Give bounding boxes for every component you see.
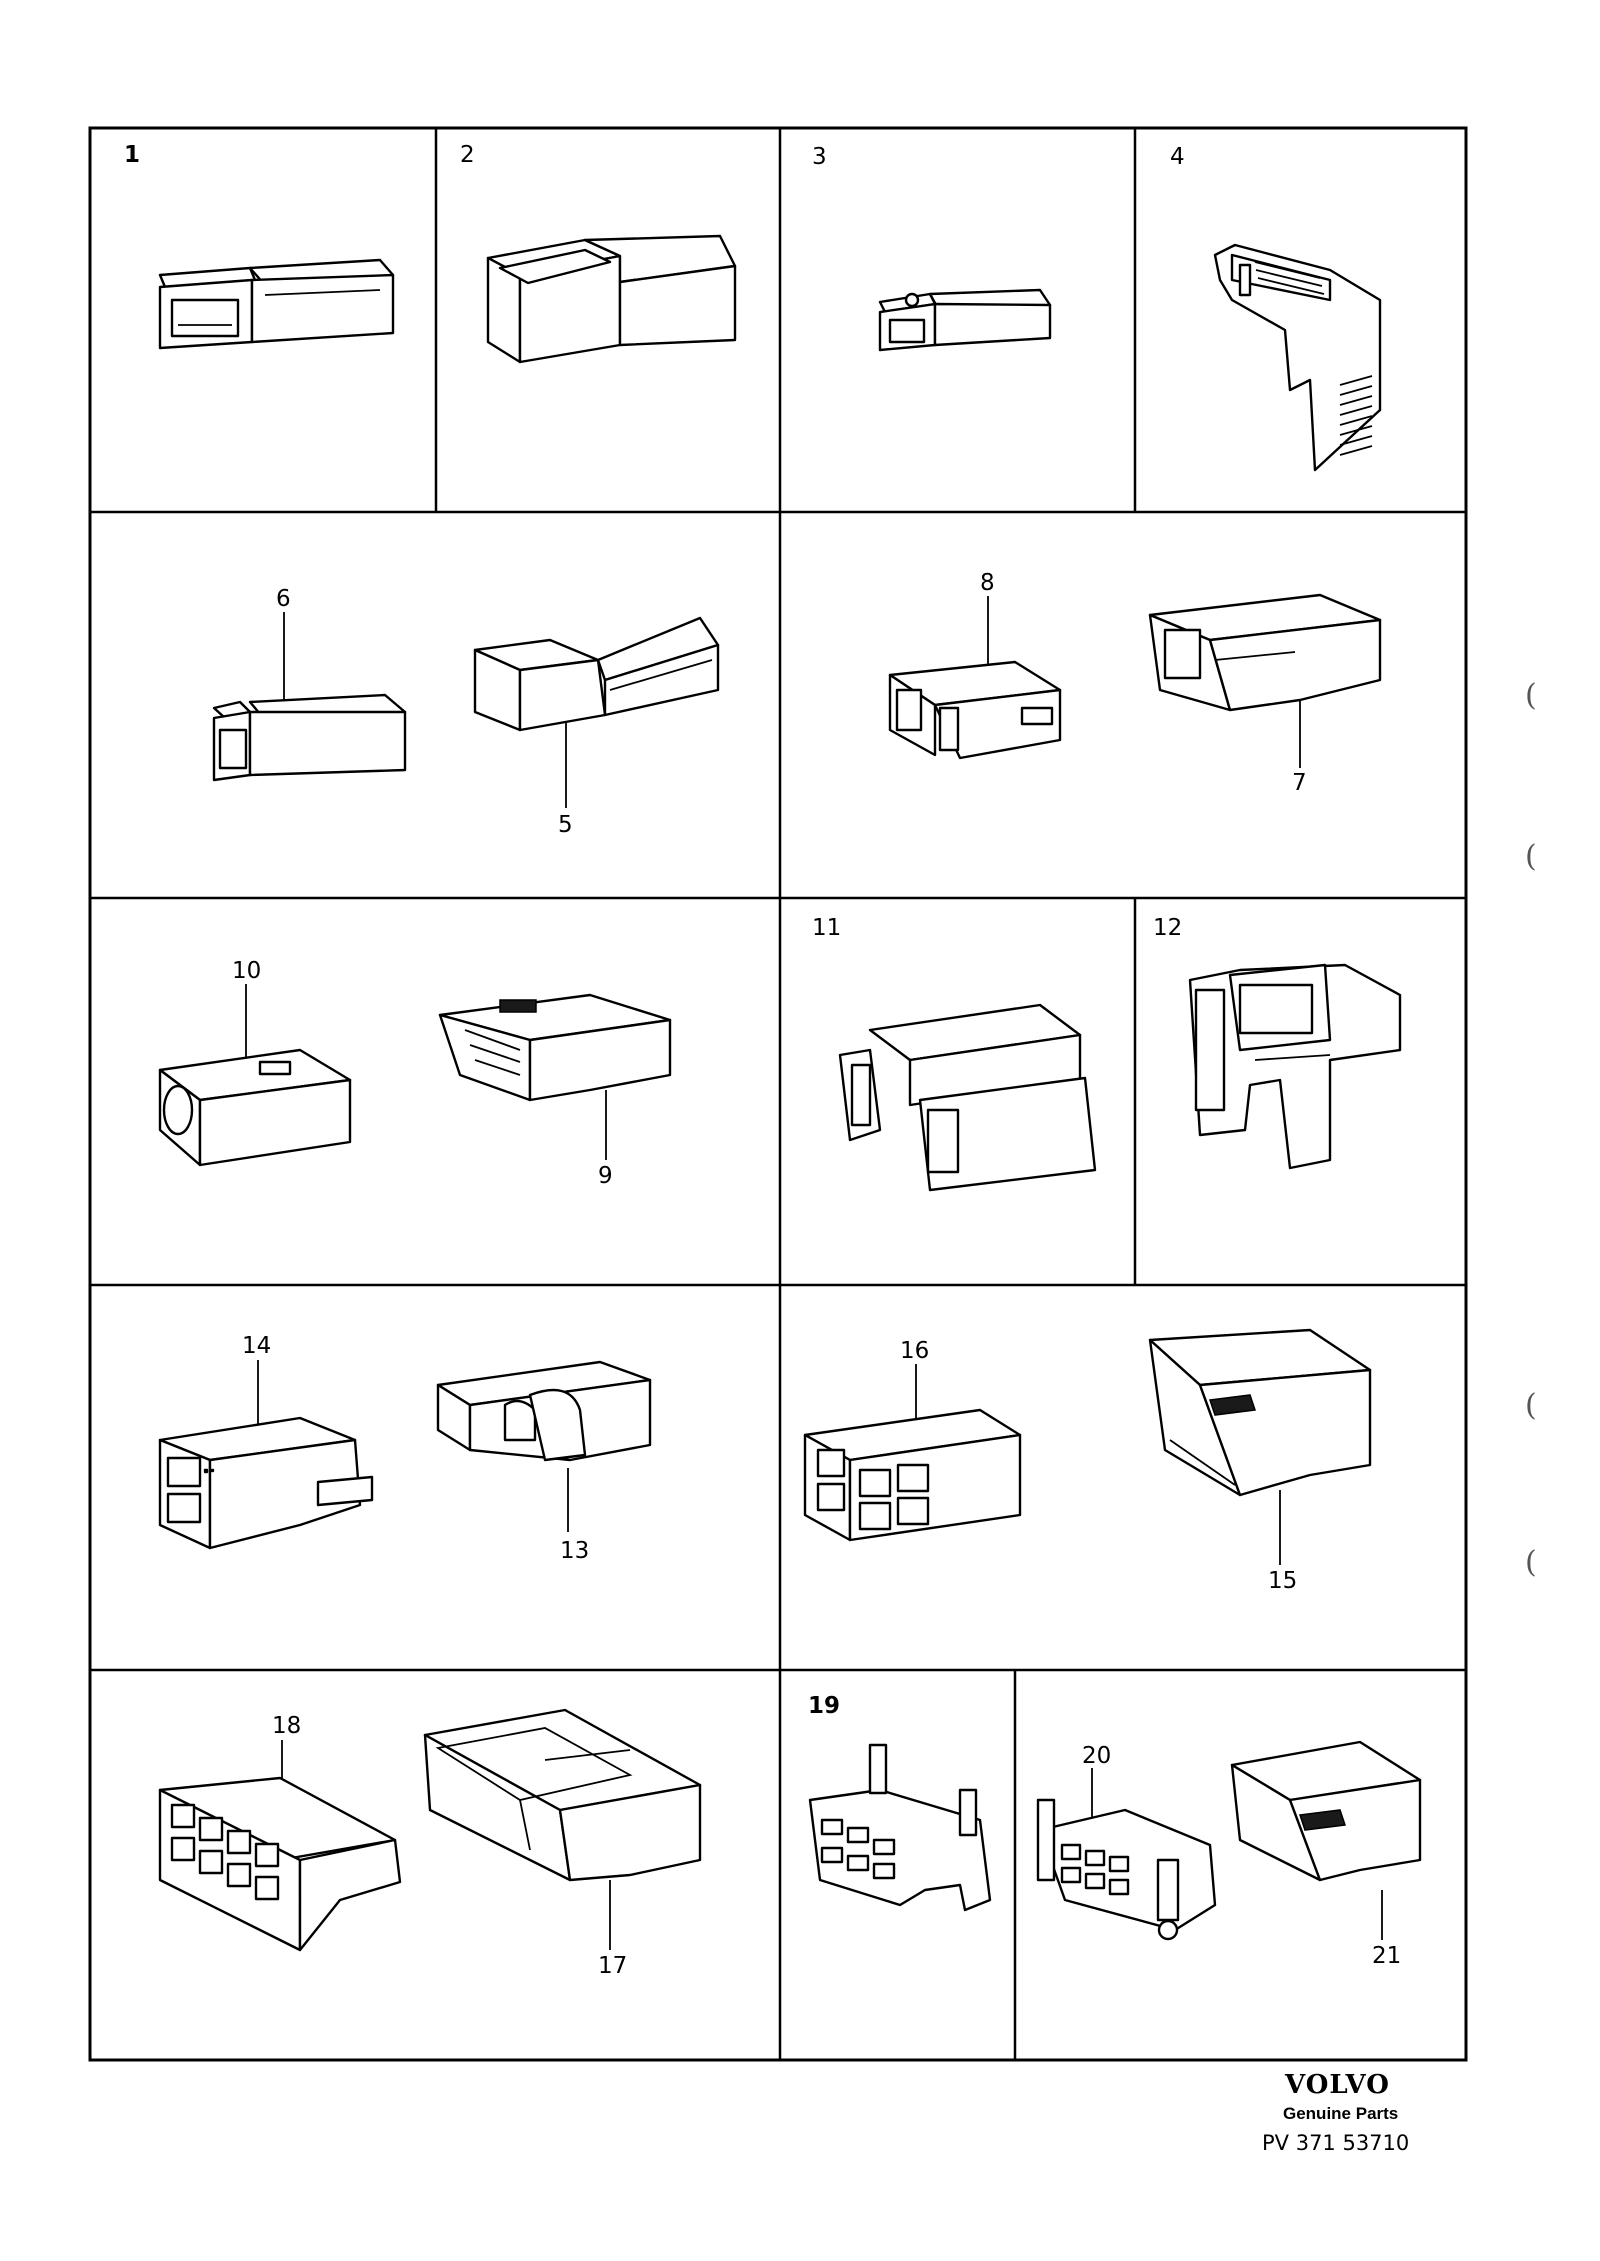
label-14: 14 xyxy=(242,1333,271,1359)
part-20-connector xyxy=(1036,1798,1217,1941)
margin-mark-4: ( xyxy=(1525,1545,1537,1580)
part-17-connector xyxy=(423,1708,702,1882)
margin-mark-3: ( xyxy=(1525,1388,1537,1423)
part-10-connector xyxy=(158,1048,352,1167)
label-8: 8 xyxy=(980,570,995,596)
label-20: 20 xyxy=(1082,1743,1111,1769)
part-4-connector xyxy=(1213,243,1382,472)
label-19: 19 xyxy=(808,1693,840,1719)
label-4: 4 xyxy=(1170,144,1185,170)
label-17: 17 xyxy=(598,1953,627,1979)
part-7-connector xyxy=(1148,593,1382,712)
label-21: 21 xyxy=(1372,1943,1401,1969)
brand-logo: VOLVO xyxy=(1284,2070,1390,2100)
part-15-connector xyxy=(1148,1328,1372,1497)
margin-mark-1: ( xyxy=(1525,678,1537,713)
brand-subtitle: Genuine Parts xyxy=(1283,2104,1398,2123)
label-1: 1 xyxy=(124,142,140,168)
label-13: 13 xyxy=(560,1538,589,1564)
grid-frame xyxy=(88,126,1468,2062)
label-16: 16 xyxy=(900,1338,929,1364)
label-9: 9 xyxy=(598,1163,613,1189)
part-11-connector xyxy=(838,1003,1097,1192)
part-19-connector xyxy=(808,1743,992,1912)
part-16-connector xyxy=(803,1408,1022,1542)
part-21-connector xyxy=(1230,1740,1422,1882)
part-1-connector xyxy=(158,258,395,350)
label-10: 10 xyxy=(232,958,261,984)
margin-mark-2: ( xyxy=(1525,839,1537,874)
label-11: 11 xyxy=(812,915,841,941)
part-18-connector xyxy=(158,1776,402,1952)
part-12-connector xyxy=(1188,963,1402,1170)
outer-frame xyxy=(88,126,1468,2062)
label-7: 7 xyxy=(1292,770,1307,796)
label-15: 15 xyxy=(1268,1568,1297,1594)
label-3: 3 xyxy=(812,144,827,170)
part-6-connector xyxy=(212,693,407,782)
part-8-connector xyxy=(888,660,1062,760)
part-14-connector xyxy=(158,1416,374,1550)
part-13-connector xyxy=(436,1360,652,1462)
part-9-connector xyxy=(438,993,672,1102)
label-18: 18 xyxy=(272,1713,301,1739)
label-6: 6 xyxy=(276,586,291,612)
part-2-connector xyxy=(486,234,737,364)
label-5: 5 xyxy=(558,812,573,838)
part-3-connector xyxy=(878,288,1052,352)
label-12: 12 xyxy=(1153,915,1182,941)
part-5-connector xyxy=(473,616,720,732)
label-2: 2 xyxy=(460,142,475,168)
part-number-code: PV 371 53710 xyxy=(1262,2131,1409,2155)
